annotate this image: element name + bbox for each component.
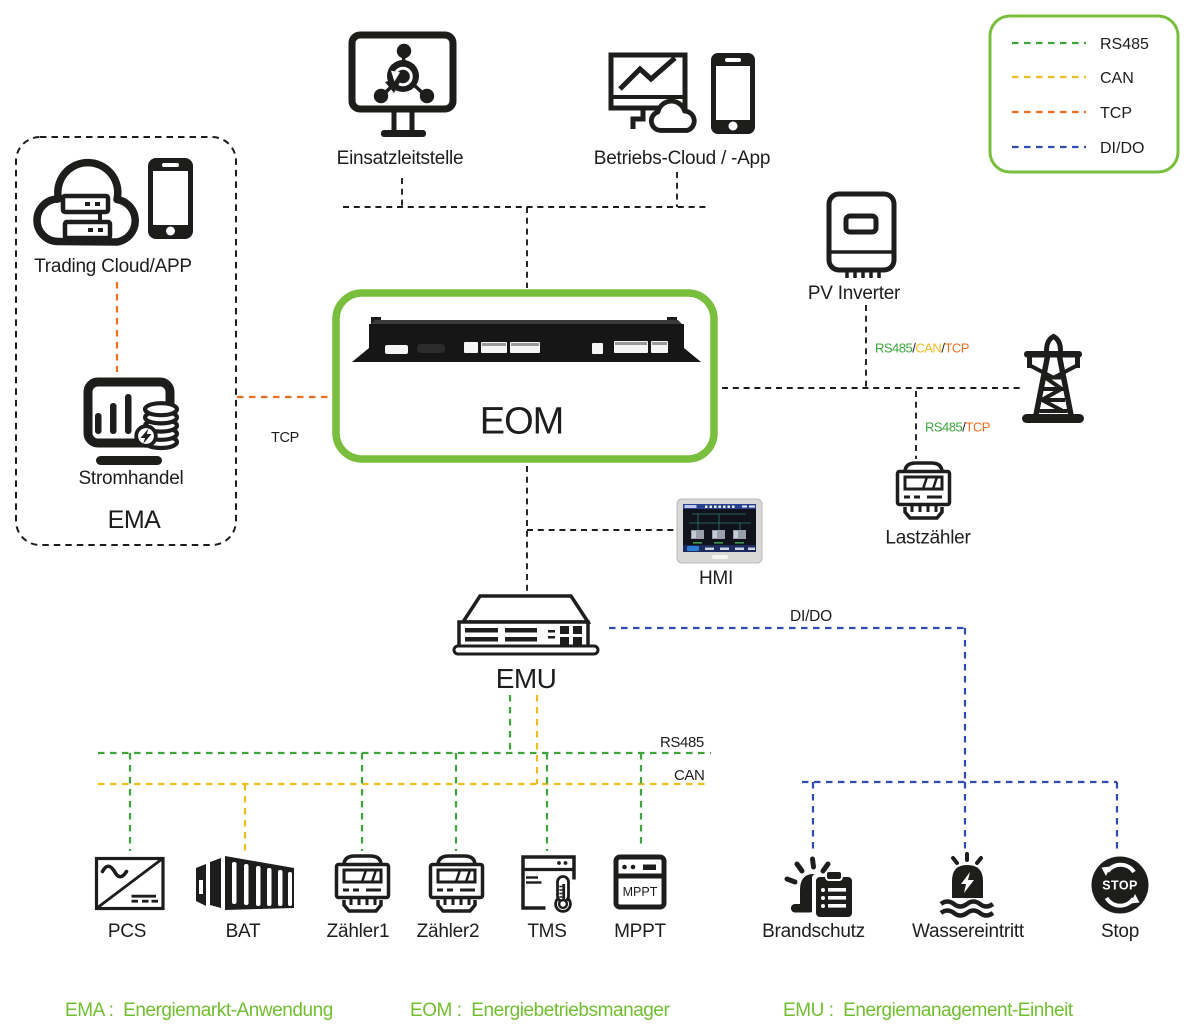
svg-text:EOM: EOM [480, 401, 564, 443]
svg-text:Betriebs-Cloud / -App: Betriebs-Cloud / -App [594, 148, 770, 169]
svg-text:BAT: BAT [226, 921, 261, 942]
svg-text:TMS: TMS [527, 921, 566, 942]
svg-text:Brandschutz: Brandschutz [762, 921, 865, 942]
svg-text:RS485: RS485 [660, 734, 704, 751]
svg-text:MPPT: MPPT [623, 885, 658, 899]
svg-text:PV Inverter: PV Inverter [808, 283, 901, 304]
svg-text:EMA : Energiemarkt-Anwendung: EMA : Energiemarkt-Anwendung [65, 1000, 333, 1021]
svg-text:TCP: TCP [271, 430, 299, 446]
svg-text:Stromhandel: Stromhandel [79, 468, 184, 489]
svg-text:HMI: HMI [699, 568, 733, 589]
svg-text:CAN: CAN [1100, 70, 1134, 87]
svg-text:MPPT: MPPT [614, 921, 666, 942]
svg-text:EMA: EMA [108, 506, 162, 534]
svg-text:Zähler2: Zähler2 [417, 921, 480, 942]
svg-text:RS485: RS485 [1100, 36, 1149, 53]
svg-text:TCP: TCP [1100, 105, 1132, 122]
svg-text:Stop: Stop [1101, 921, 1139, 942]
svg-text:Zähler1: Zähler1 [327, 921, 390, 942]
svg-text:EOM : Energiebetriebsmanager: EOM : Energiebetriebsmanager [410, 1000, 671, 1021]
svg-text:RS485/TCP: RS485/TCP [925, 420, 990, 435]
svg-text:DI/DO: DI/DO [790, 608, 832, 625]
svg-text:EMU : Energiemanagement-Einhe: EMU : Energiemanagement-Einheit [783, 1000, 1074, 1021]
svg-text:Einsatzleitstelle: Einsatzleitstelle [337, 148, 464, 169]
svg-text:Trading Cloud/APP: Trading Cloud/APP [34, 256, 192, 277]
svg-text:RS485/CAN/TCP: RS485/CAN/TCP [875, 341, 969, 356]
svg-text:CAN: CAN [674, 767, 704, 784]
svg-text:DI/DO: DI/DO [1100, 140, 1144, 157]
svg-text:Wassereintritt: Wassereintritt [912, 921, 1025, 942]
svg-text:Lastzähler: Lastzähler [885, 528, 971, 549]
svg-text:EMU: EMU [496, 663, 556, 694]
svg-text:PCS: PCS [108, 921, 146, 942]
svg-text:STOP: STOP [1102, 879, 1137, 893]
